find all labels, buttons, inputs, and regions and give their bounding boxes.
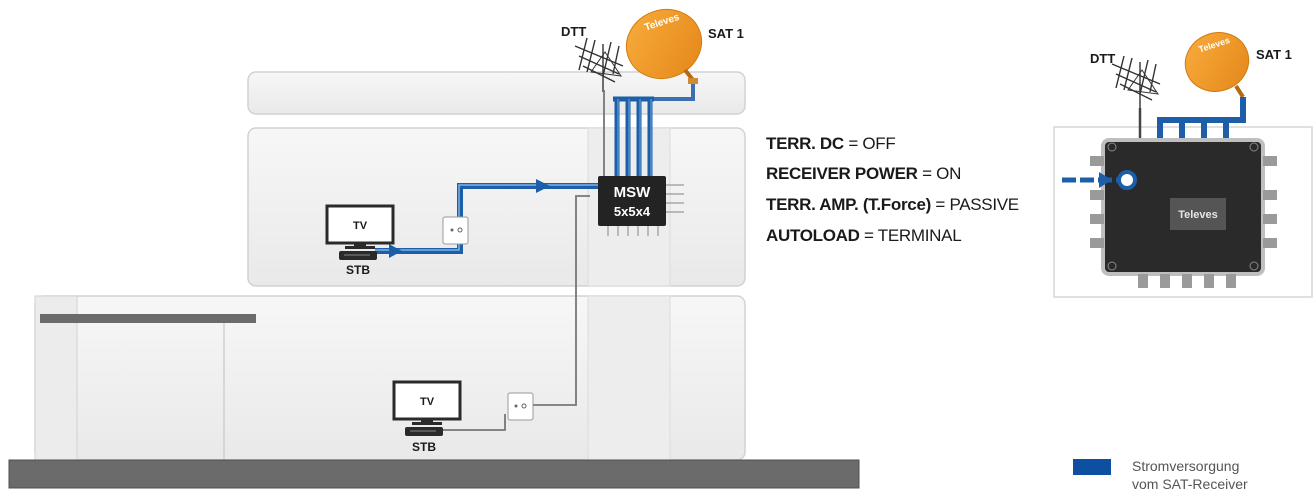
config-key: AUTOLOAD: [766, 226, 860, 245]
config-value: TERMINAL: [877, 226, 962, 245]
multiswitch-device: Televes: [1090, 138, 1277, 288]
dtt-label: DTT: [561, 24, 586, 39]
arrow-icon: [536, 179, 550, 193]
balcony-beam: [40, 314, 256, 323]
wall-outlet-icon: [507, 392, 534, 421]
lower-coax-cable: [518, 195, 590, 406]
balcony-left: [34, 295, 78, 461]
config-sep: =: [843, 134, 863, 153]
legend-label-line2: vom SAT-Receiver: [1132, 476, 1248, 492]
detail-sat1-label: SAT 1: [1256, 47, 1292, 62]
legend-swatch: [1073, 459, 1111, 475]
tv-label: TV: [353, 220, 368, 232]
roof-floor: [247, 71, 746, 115]
satellite-dish-icon: Televes: [1184, 32, 1250, 99]
ground-slab: [8, 459, 860, 489]
config-sep: =: [917, 164, 937, 183]
config-key: TERR. AMP. (T.Force): [766, 195, 931, 214]
sat-cable-bundle: [613, 96, 654, 178]
stb-label: STB: [412, 440, 436, 454]
config-sep: =: [859, 226, 878, 245]
antenna-icon: [574, 37, 624, 92]
config-value: PASSIVE: [949, 195, 1019, 214]
config-value: ON: [936, 164, 962, 183]
arrow-icon: [1099, 172, 1112, 188]
sat1-label: SAT 1: [708, 26, 744, 41]
config-receiver-power: RECEIVER POWER = ON: [766, 164, 961, 184]
config-value: OFF: [862, 134, 896, 153]
msw-multiswitch: MSW 5x5x4: [598, 176, 684, 236]
detail-input-port: [1117, 170, 1137, 190]
wall-outlet-icon: [442, 216, 469, 245]
msw-model: 5x5x4: [614, 204, 651, 219]
lower-stb-cable: [442, 414, 506, 431]
riser-shaft-lower: [587, 295, 671, 461]
config-terr-amp: TERR. AMP. (T.Force) = PASSIVE: [766, 195, 1019, 215]
antenna-icon: [1111, 55, 1161, 108]
msw-title: MSW: [614, 184, 652, 201]
stb-icon: [405, 427, 443, 436]
config-autoload: AUTOLOAD = TERMINAL: [766, 226, 962, 246]
device-brand-label: Televes: [1178, 209, 1218, 221]
tv-icon: TV: [325, 204, 395, 249]
detail-dtt-label: DTT: [1090, 51, 1115, 66]
arrow-icon: [389, 244, 402, 258]
legend-label-line1: Stromversorgung: [1132, 458, 1240, 474]
tv-label: TV: [420, 396, 435, 408]
stb-icon: [339, 251, 377, 260]
config-key: TERR. DC: [766, 134, 844, 153]
config-terr-dc: TERR. DC = OFF: [766, 134, 896, 154]
config-sep: =: [930, 195, 950, 214]
tv-icon: TV: [392, 380, 462, 425]
satellite-dish-icon: Televes: [625, 9, 703, 84]
config-key: RECEIVER POWER: [766, 164, 918, 183]
stb-label: STB: [346, 263, 370, 277]
